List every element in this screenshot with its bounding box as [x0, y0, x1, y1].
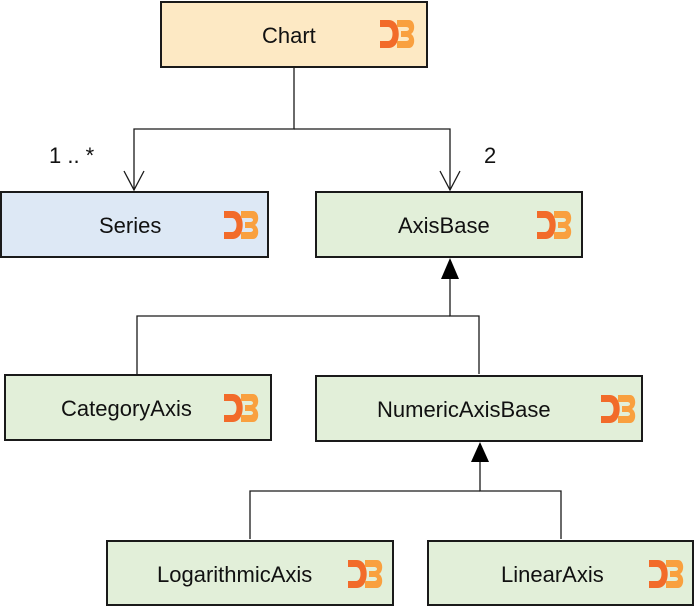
logarithmicaxis-class-box: LogarithmicAxis: [106, 540, 394, 606]
d3-logo-icon: [348, 560, 383, 588]
linearaxis-class-box: LinearAxis: [427, 540, 694, 606]
d3-logo-icon: [224, 211, 259, 239]
chart-class-box: Chart: [160, 1, 428, 68]
association-line-chart-series: [133, 68, 295, 190]
open-arrowhead-axisbase: [439, 170, 461, 192]
d3-logo-icon: [537, 211, 572, 239]
open-arrowhead-series: [123, 170, 145, 192]
chart-class-label: Chart: [262, 23, 316, 48]
multiplicity-label-series: 1 .. *: [49, 143, 95, 168]
series-class-label: Series: [99, 213, 162, 238]
axisbase-class-box: AxisBase: [315, 191, 583, 258]
d3-logo-icon: [224, 394, 259, 422]
logarithmicaxis-class-label: LogarithmicAxis: [157, 562, 313, 587]
numericaxisbase-class-label: NumericAxisBase: [377, 397, 551, 422]
d3-logo-icon: [601, 395, 636, 423]
inheritance-line-logarithmicaxis: [249, 490, 480, 539]
categoryaxis-class-box: CategoryAxis: [4, 374, 272, 441]
inheritance-line-numericaxisbase: [449, 279, 480, 374]
axisbase-class-label: AxisBase: [398, 213, 490, 238]
linearaxis-class-label: LinearAxis: [501, 562, 604, 587]
series-class-box: Series: [0, 191, 269, 258]
d3-logo-icon: [380, 20, 415, 48]
inheritance-arrowhead-numericaxisbase: [471, 442, 489, 462]
d3-logo-icon: [649, 560, 684, 588]
association-line-chart-axisbase: [294, 128, 451, 190]
inheritance-line-categoryaxis: [136, 315, 450, 374]
numericaxisbase-class-box: NumericAxisBase: [315, 375, 643, 442]
inheritance-line-linearaxis: [479, 462, 562, 539]
inheritance-arrowhead-axisbase: [441, 258, 459, 279]
categoryaxis-class-label: CategoryAxis: [61, 396, 192, 421]
multiplicity-label-axisbase: 2: [484, 143, 497, 168]
